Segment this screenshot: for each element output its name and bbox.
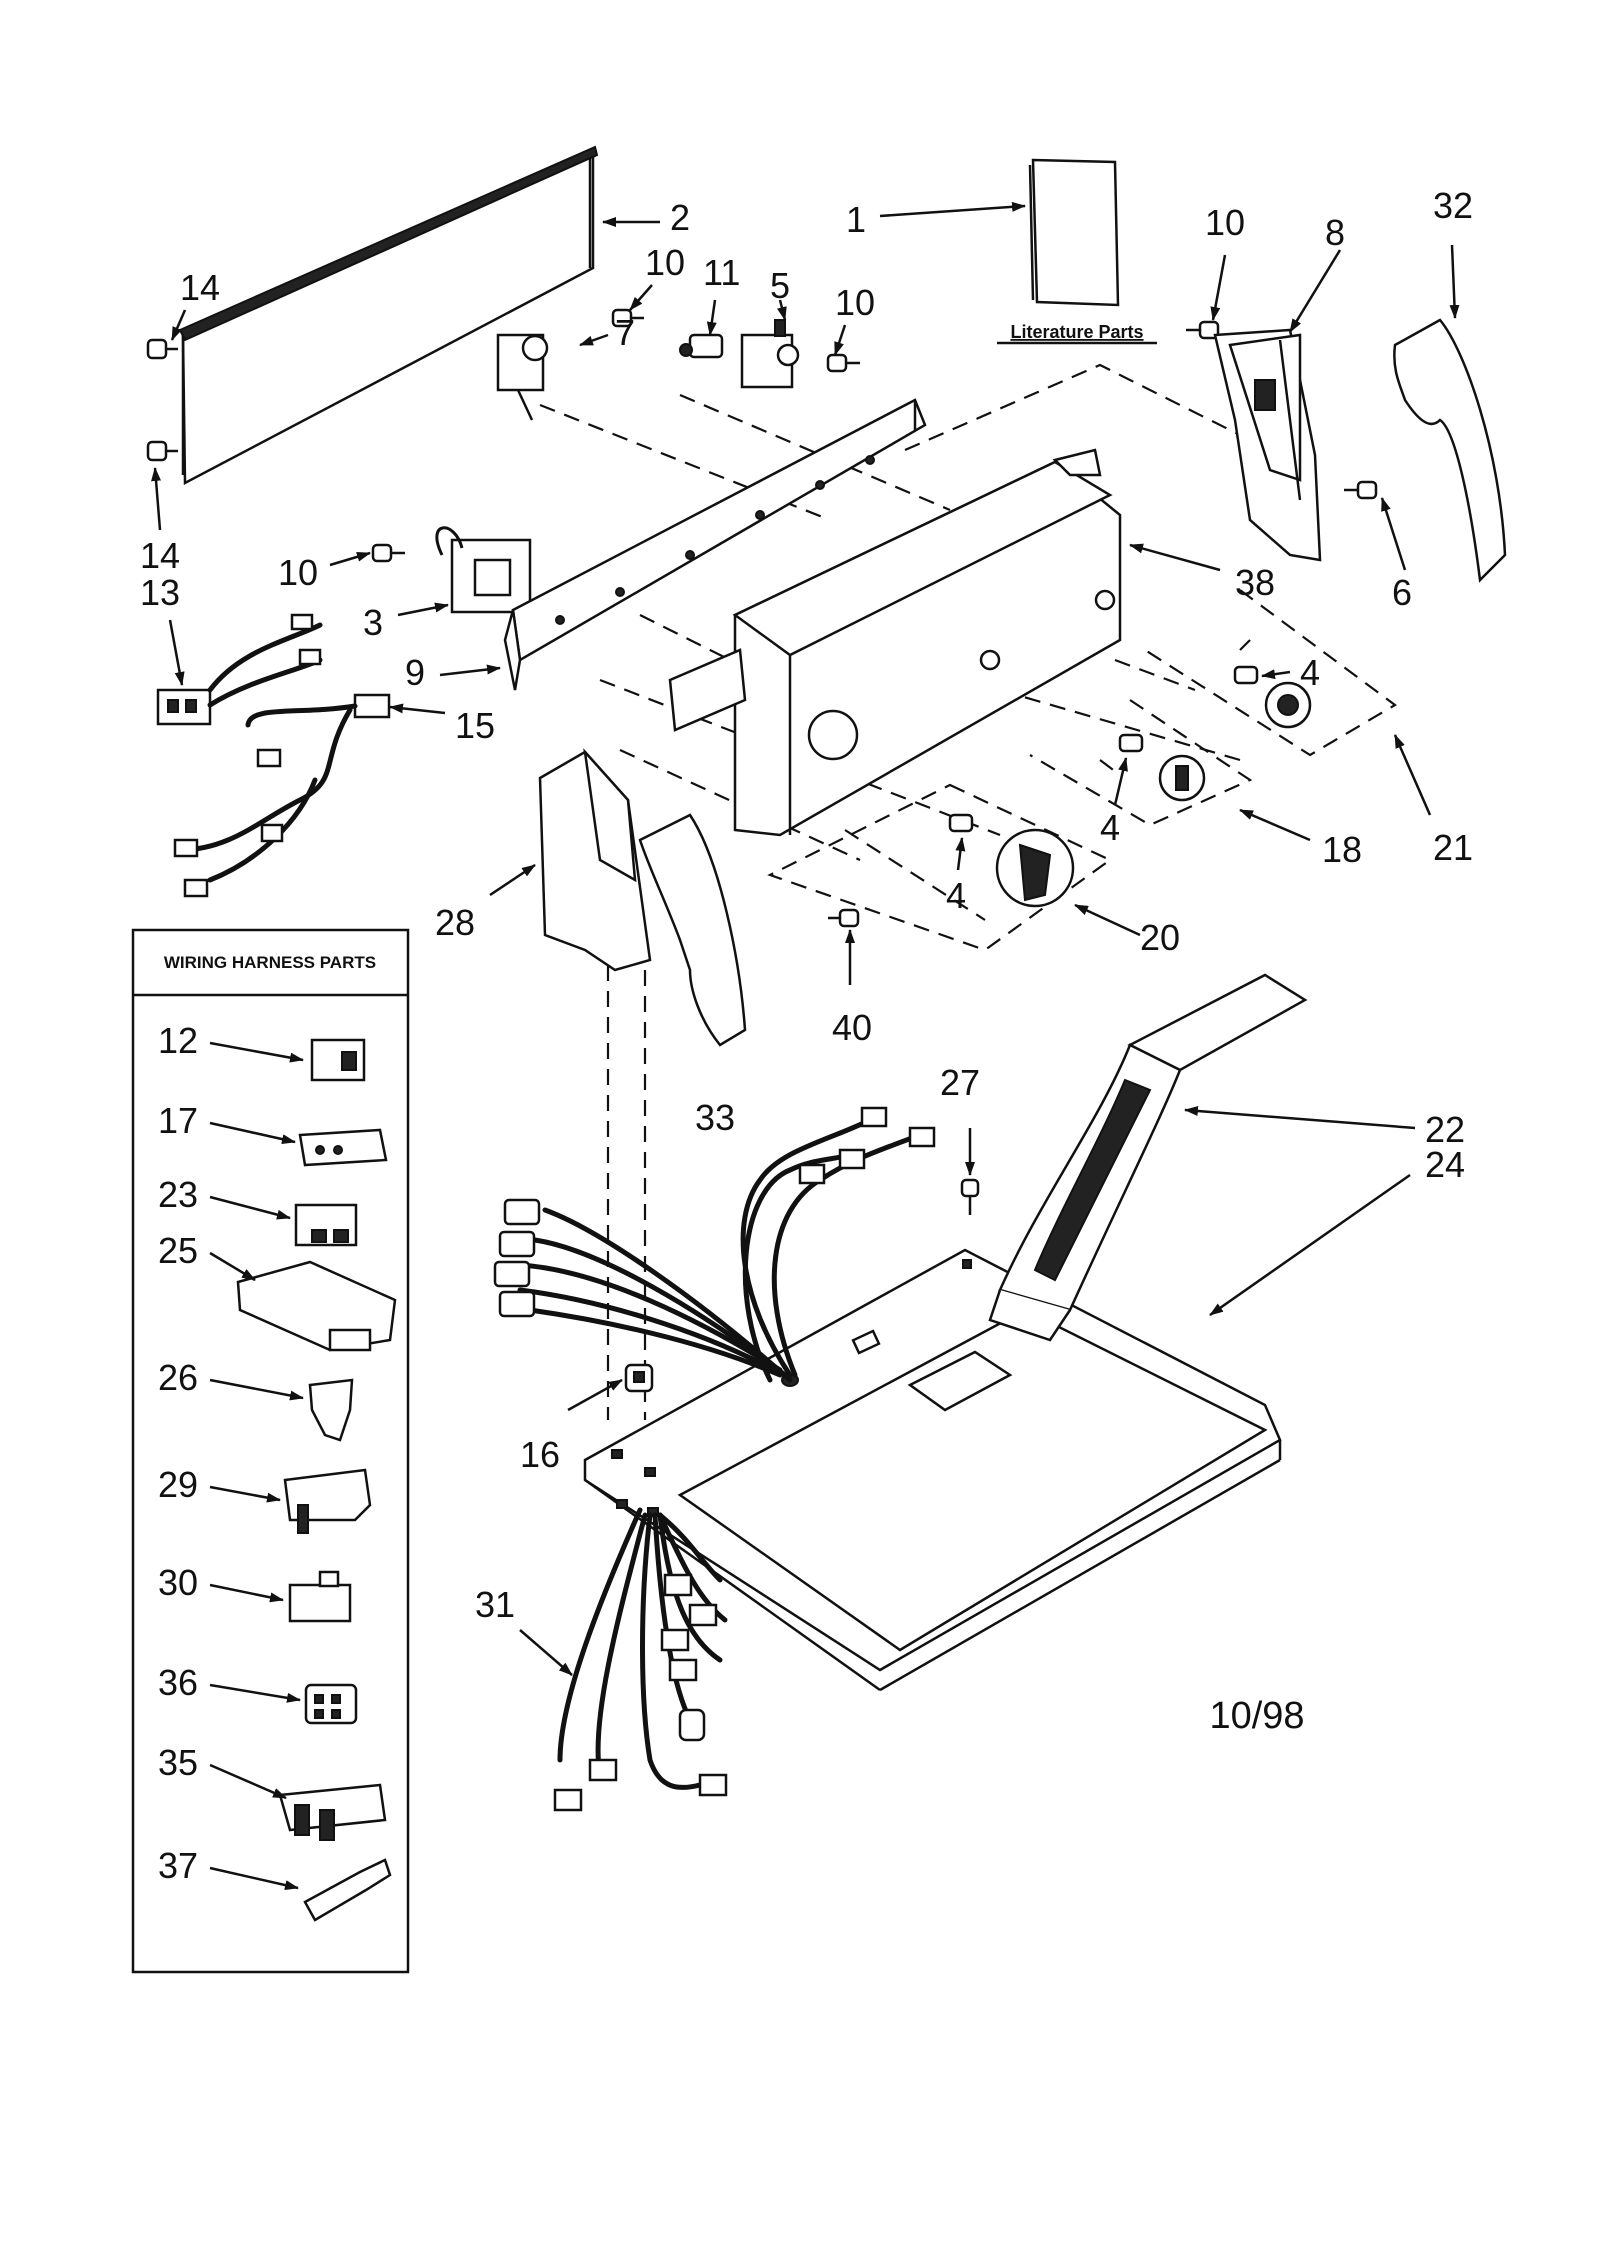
lower-wire-harness bbox=[553, 1507, 728, 1812]
callout-3: 3 bbox=[363, 602, 383, 643]
callout-5: 5 bbox=[770, 265, 790, 306]
callout-10a: 10 bbox=[645, 242, 685, 283]
callout-7: 7 bbox=[615, 312, 635, 353]
wiring-item-label: 17 bbox=[158, 1100, 198, 1141]
wiring-item-label: 25 bbox=[158, 1230, 198, 1271]
connector-12 bbox=[310, 1038, 366, 1082]
buzzer bbox=[679, 333, 724, 359]
connector-25 bbox=[236, 1260, 397, 1352]
knob-icon bbox=[1264, 681, 1312, 729]
literature-book bbox=[1028, 158, 1120, 307]
screw-icon bbox=[371, 543, 405, 563]
connector-30 bbox=[288, 1570, 352, 1623]
connector-17 bbox=[298, 1128, 388, 1167]
console-end-cover-left bbox=[638, 813, 747, 1047]
connector-23 bbox=[294, 1203, 358, 1247]
callout-14b: 14 bbox=[140, 535, 180, 576]
wiring-box-title: WIRING HARNESS PARTS bbox=[164, 953, 376, 972]
callout-10c: 10 bbox=[278, 552, 318, 593]
knob-spring bbox=[948, 813, 974, 833]
screw-icon bbox=[611, 308, 644, 328]
knob-spring bbox=[1233, 665, 1259, 685]
wiring-item-label: 26 bbox=[158, 1357, 198, 1398]
callout-4a: 4 bbox=[1300, 652, 1320, 693]
knob-spring bbox=[1118, 733, 1144, 753]
callout-20: 20 bbox=[1140, 917, 1180, 958]
wiring-item-label: 36 bbox=[158, 1662, 198, 1703]
main-wire-harness bbox=[493, 1106, 936, 1383]
callout-16: 16 bbox=[520, 1434, 560, 1475]
callout-40: 40 bbox=[832, 1007, 872, 1048]
callout-33: 33 bbox=[695, 1097, 735, 1138]
control-console bbox=[668, 448, 1122, 837]
screw-icon bbox=[146, 440, 178, 462]
callout-14a: 14 bbox=[180, 267, 220, 308]
console-bracket bbox=[503, 398, 927, 691]
callout-6: 6 bbox=[1392, 572, 1412, 613]
knob-icon bbox=[995, 828, 1075, 908]
callout-32: 32 bbox=[1433, 185, 1473, 226]
screw-icon bbox=[826, 353, 860, 373]
callout-9: 9 bbox=[405, 652, 425, 693]
console-back-panel bbox=[178, 145, 599, 486]
screw-icon bbox=[960, 1178, 980, 1215]
callout-1: 1 bbox=[846, 199, 866, 240]
screw-icon bbox=[1186, 320, 1220, 340]
wiring-harness-parts-box: WIRING HARNESS PARTS bbox=[131, 928, 410, 1974]
timer-switch bbox=[740, 319, 800, 389]
wiring-item-label: 35 bbox=[158, 1742, 198, 1783]
callout-4c: 4 bbox=[946, 875, 966, 916]
lint-screen bbox=[988, 973, 1308, 1342]
wiring-item-label: 23 bbox=[158, 1174, 198, 1215]
wire-harness-15 bbox=[173, 693, 391, 898]
wiring-item-label: 12 bbox=[158, 1020, 198, 1061]
connector-29 bbox=[283, 1468, 372, 1534]
wire-harness-13 bbox=[156, 613, 323, 726]
callout-8: 8 bbox=[1325, 212, 1345, 253]
wiring-item-label: 37 bbox=[158, 1845, 198, 1886]
connector-26 bbox=[308, 1378, 354, 1442]
callout-38: 38 bbox=[1235, 562, 1275, 603]
selector-switch bbox=[435, 526, 532, 614]
literature-parts-label: Literature Parts bbox=[1010, 322, 1143, 342]
screw-icon bbox=[828, 908, 860, 928]
wiring-item-label: 29 bbox=[158, 1464, 198, 1505]
callout-21: 21 bbox=[1433, 827, 1473, 868]
callout-10b: 10 bbox=[835, 282, 875, 323]
knob-icon bbox=[1158, 754, 1206, 802]
connector-35 bbox=[278, 1783, 387, 1841]
callout-24: 24 bbox=[1425, 1144, 1465, 1185]
terminal-37 bbox=[303, 1858, 392, 1922]
connector-36 bbox=[304, 1683, 358, 1725]
wiring-item-label: 30 bbox=[158, 1562, 198, 1603]
top-panel bbox=[583, 1248, 1282, 1692]
callout-27: 27 bbox=[940, 1062, 980, 1103]
callout-15: 15 bbox=[455, 705, 495, 746]
callout-labels: 1 2 3 4 4 4 5 6 7 8 9 10 10 10 10 11 13 … bbox=[140, 185, 1473, 1886]
console-end-cover-right bbox=[1393, 318, 1507, 583]
callout-arrows bbox=[151, 201, 1460, 1890]
callout-22: 22 bbox=[1425, 1109, 1465, 1150]
callout-11: 11 bbox=[703, 252, 740, 293]
console-end-cap-left bbox=[538, 748, 652, 972]
callout-18: 18 bbox=[1322, 829, 1362, 870]
callout-2: 2 bbox=[670, 197, 690, 238]
callout-10d: 10 bbox=[1205, 202, 1245, 243]
callout-28: 28 bbox=[435, 902, 475, 943]
callout-31: 31 bbox=[475, 1584, 515, 1625]
callout-13: 13 bbox=[140, 572, 180, 613]
callout-4b: 4 bbox=[1100, 807, 1120, 848]
grommet bbox=[624, 1363, 654, 1393]
screw-icon bbox=[1344, 480, 1378, 500]
thermostat-switch bbox=[496, 333, 549, 421]
screw-icon bbox=[146, 338, 178, 360]
console-end-cap-right bbox=[1213, 328, 1322, 562]
diagram-date: 10/98 bbox=[1209, 1695, 1304, 1737]
